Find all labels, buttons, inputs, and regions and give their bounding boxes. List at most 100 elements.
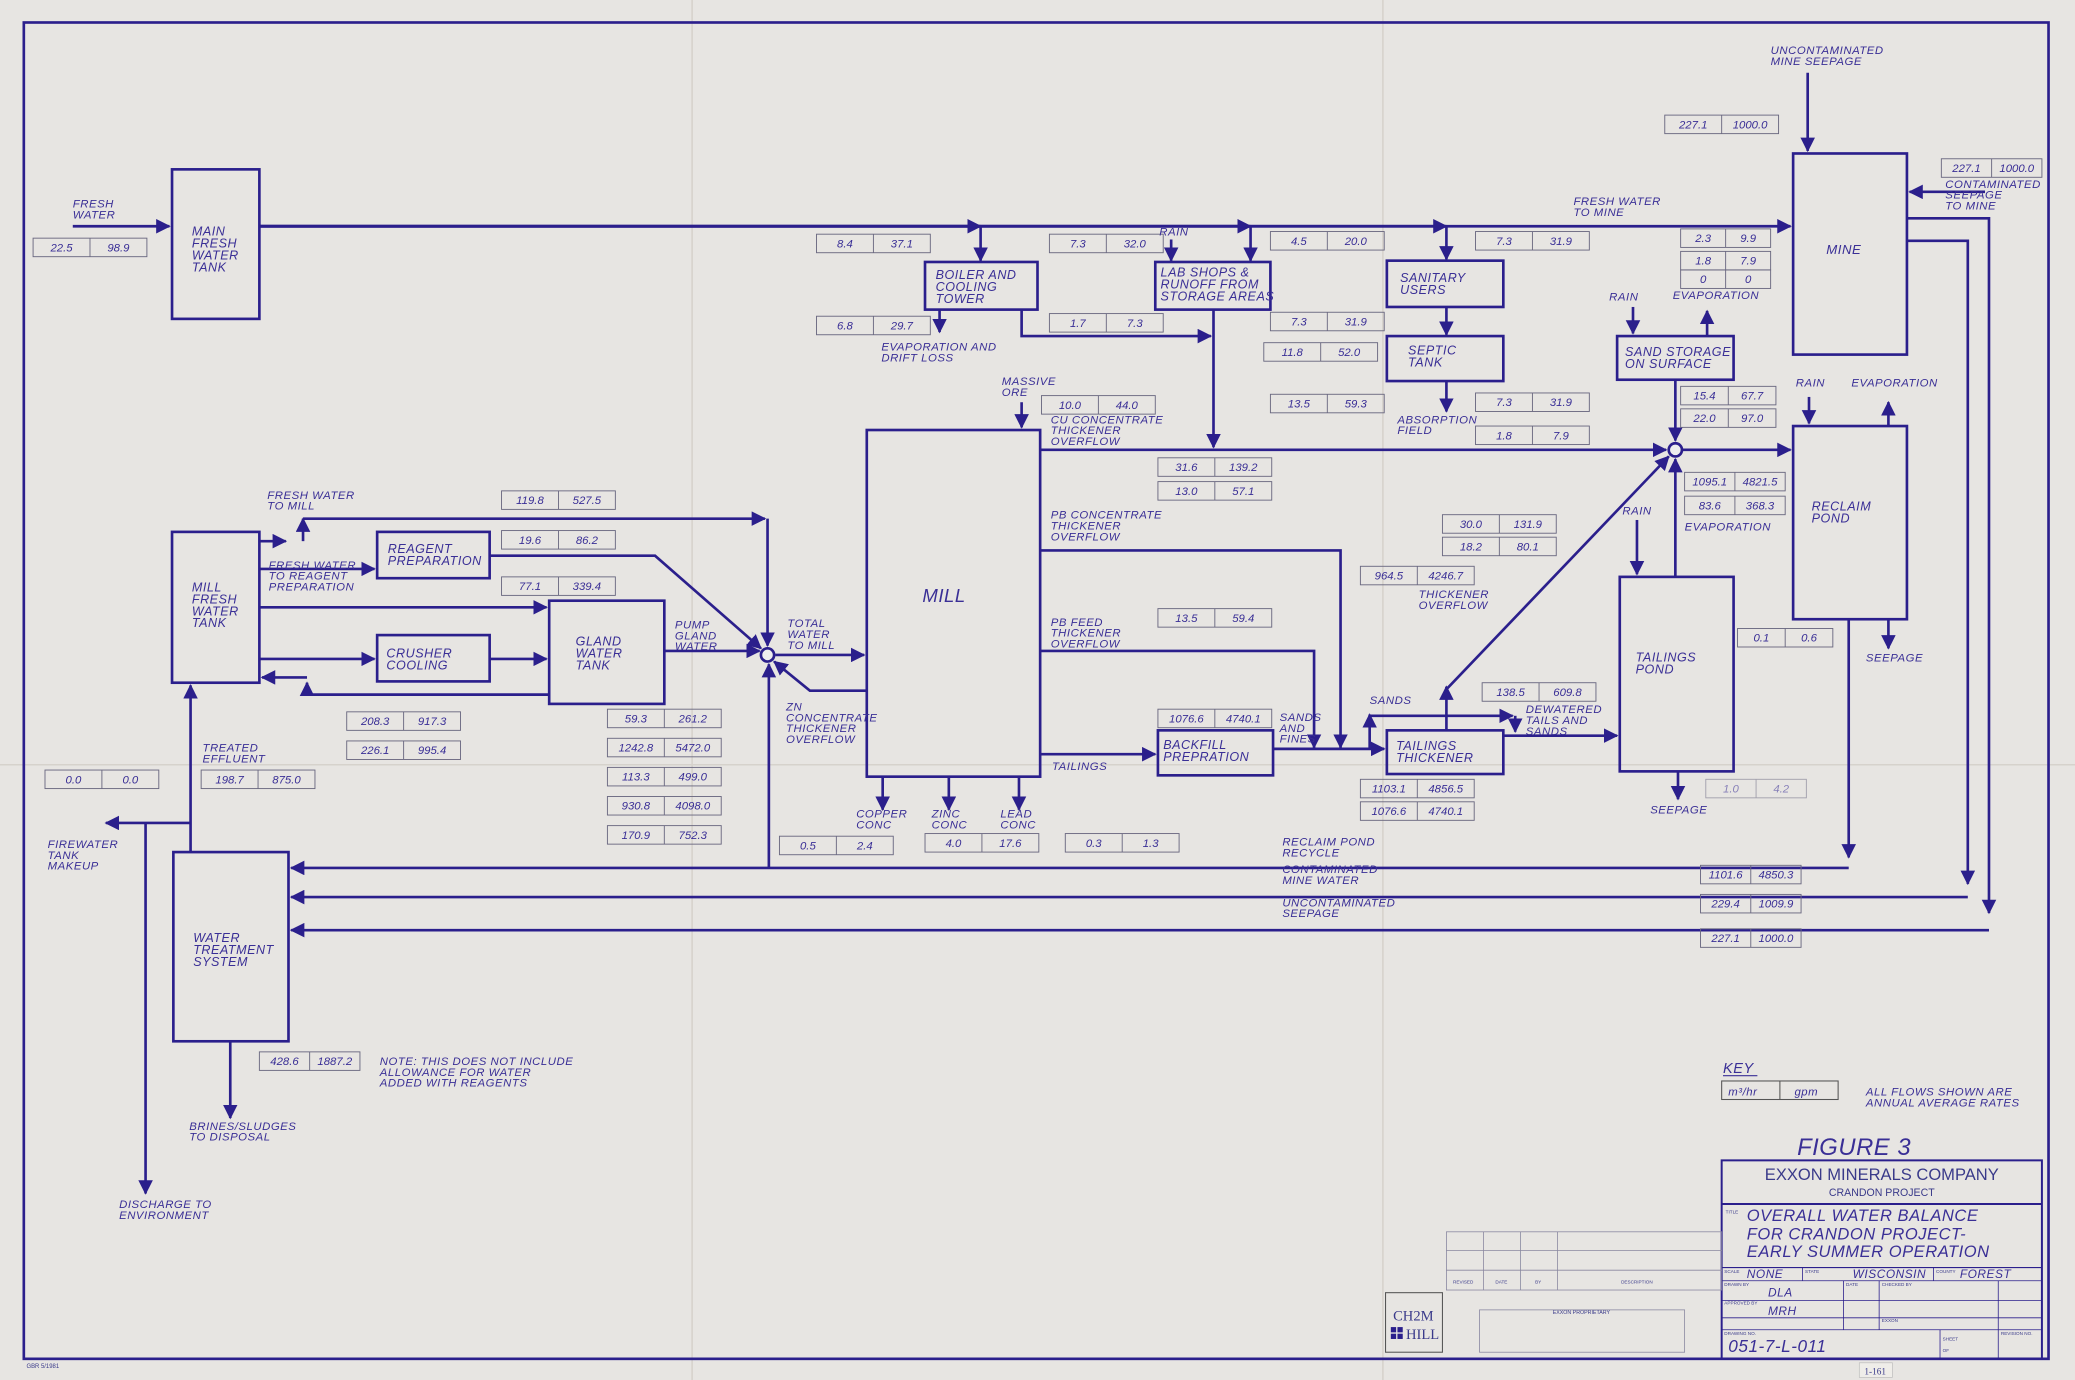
label-line: COOLING bbox=[386, 659, 448, 673]
flow-gpm: 875.0 bbox=[272, 774, 301, 786]
label-line: ALL FLOWS SHOWN ARE bbox=[1865, 1087, 2012, 1099]
flow-m3hr: 31.6 bbox=[1175, 462, 1198, 474]
label-line: CONTAMINATED bbox=[1282, 864, 1378, 876]
flow-gpm: 1000.0 bbox=[1759, 933, 1794, 945]
label-line: RAIN bbox=[1609, 291, 1639, 303]
flow-gpm: 0.0 bbox=[122, 774, 138, 786]
flow-gpm: 4821.5 bbox=[1743, 477, 1778, 489]
flow-gpm: 57.1 bbox=[1232, 486, 1254, 498]
flow-m3hr: 15.4 bbox=[1693, 391, 1715, 403]
label-line: PREPARATION bbox=[269, 582, 355, 594]
drawing-number: 051-7-L-011 bbox=[1728, 1336, 1826, 1356]
flow-arrow bbox=[1906, 216, 1997, 915]
reclaim-junction bbox=[1667, 441, 1684, 458]
flow-gpm: 139.2 bbox=[1229, 462, 1258, 474]
flow-gpm: 1000.0 bbox=[1999, 163, 2034, 175]
label-line: WATER bbox=[73, 210, 116, 222]
flow-m3hr: 7.3 bbox=[1496, 236, 1512, 248]
label-line: FRESH bbox=[192, 592, 238, 606]
flow-m3hr: 1101.6 bbox=[1709, 870, 1744, 882]
label-line: TOTAL bbox=[787, 618, 825, 630]
flow-rate-box: 0.0 0.0 bbox=[44, 769, 160, 790]
flow-gpm: 97.0 bbox=[1741, 413, 1764, 425]
label-line: PREPRATION bbox=[1163, 750, 1249, 764]
flow-m3hr: 1103.1 bbox=[1372, 784, 1406, 796]
approved-by-label: APPROVED BY bbox=[1724, 1301, 1757, 1306]
flow-m3hr: 30.0 bbox=[1460, 519, 1483, 531]
label-key: KEY bbox=[1723, 1061, 1754, 1077]
flow-gpm: 4856.5 bbox=[1428, 784, 1463, 796]
key-unit-gpm: gpm bbox=[1794, 1087, 1818, 1099]
flow-m3hr: 0.5 bbox=[800, 840, 816, 852]
label-line: WATER bbox=[192, 604, 239, 618]
label-line: RECLAIM bbox=[1812, 500, 1872, 514]
page-number-tag bbox=[1858, 1362, 1893, 1378]
label-line: WATER bbox=[787, 629, 830, 641]
flow-gpm: 17.6 bbox=[999, 838, 1022, 850]
flow-gpm: 499.0 bbox=[679, 772, 708, 784]
date-label: DATE bbox=[1846, 1282, 1858, 1287]
flow-m3hr: 0 bbox=[1700, 274, 1707, 286]
flow-m3hr: 6.8 bbox=[837, 320, 853, 332]
flow-gpm: 0.6 bbox=[1801, 633, 1817, 645]
flow-m3hr: 22.0 bbox=[1692, 413, 1716, 425]
flow-m3hr: 1076.6 bbox=[1371, 806, 1406, 818]
flow-m3hr: 7.3 bbox=[1070, 238, 1086, 250]
label-line: SEEPAGE bbox=[1650, 805, 1707, 817]
label-line: WATER bbox=[675, 641, 718, 653]
label-line: TAILINGS bbox=[1636, 651, 1697, 665]
label-line: CRUSHER bbox=[386, 647, 452, 661]
flow-gpm: 1887.2 bbox=[317, 1056, 352, 1068]
label-line: SANDS bbox=[1280, 712, 1322, 724]
label-line: USERS bbox=[1400, 283, 1446, 297]
flow-arrow bbox=[299, 681, 550, 696]
flow-m3hr: 22.5 bbox=[49, 242, 73, 254]
title-block: FIGURE 3 EXXON MINERALS COMPANY CRANDON … bbox=[1720, 1134, 2043, 1360]
flow-rate-box: 22.0 97.0 bbox=[1680, 408, 1777, 428]
drawing-title-line: FOR CRANDON PROJECT- bbox=[1747, 1225, 1966, 1244]
state-value: WISCONSIN bbox=[1853, 1267, 1926, 1281]
flow-m3hr: 0.0 bbox=[66, 774, 82, 786]
label-line: EVAPORATION AND bbox=[881, 342, 996, 354]
label-sands: SANDS bbox=[1370, 695, 1412, 707]
label-line: POND bbox=[1636, 662, 1674, 676]
label-line: SANITARY bbox=[1400, 271, 1467, 285]
flow-m3hr: 428.6 bbox=[270, 1056, 299, 1068]
flow-m3hr: 964.5 bbox=[1375, 571, 1404, 583]
label-line: SANDS bbox=[1526, 726, 1568, 738]
scale-value: NONE bbox=[1747, 1267, 1784, 1281]
flow-gpm: 9.9 bbox=[1740, 233, 1756, 245]
flow-gpm: 4098.0 bbox=[675, 801, 710, 813]
printer-mark: GBR 5/1981 bbox=[26, 1364, 59, 1370]
flow-gpm: 7.9 bbox=[1740, 256, 1756, 268]
flow-gpm: 4740.1 bbox=[1428, 806, 1463, 818]
main-fresh-water-tank bbox=[170, 168, 261, 321]
proprietary-heading: EXXON PROPRIETARY bbox=[1553, 1310, 1611, 1316]
flow-m3hr: 0.1 bbox=[1753, 633, 1769, 645]
flow-gpm: 261.2 bbox=[678, 713, 708, 725]
label-line: BOILER AND bbox=[936, 268, 1017, 282]
flow-m3hr: 19.6 bbox=[519, 535, 542, 547]
